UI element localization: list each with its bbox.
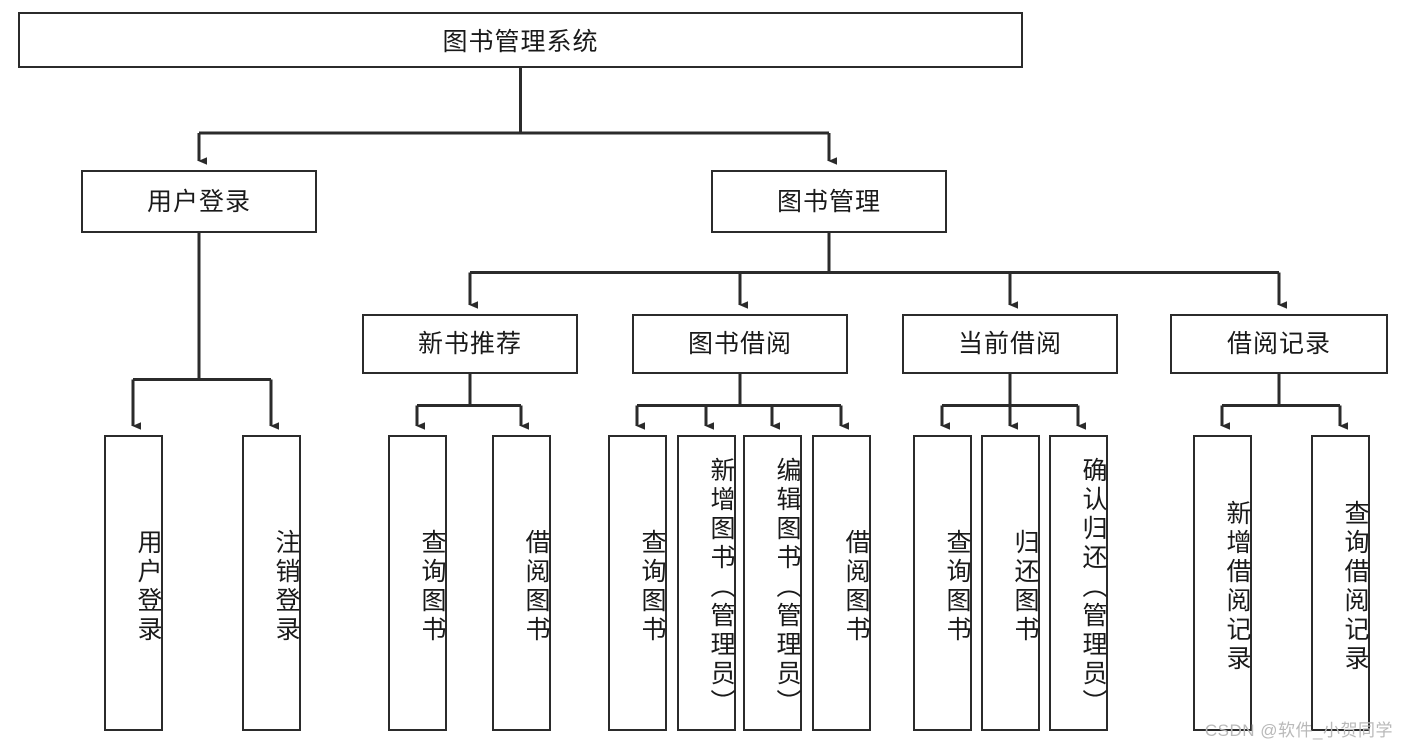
- leaf-bb-query-book[interactable]: 查询图书: [608, 435, 667, 731]
- node-label: 查询图书: [418, 529, 446, 645]
- node-label: 用户登录: [134, 529, 162, 645]
- node-label: 借阅记录: [1226, 330, 1331, 358]
- node-label: 查询图书: [638, 529, 666, 645]
- node-borrow-record[interactable]: 借阅记录: [1170, 314, 1388, 374]
- leaf-bb-edit-book[interactable]: 编辑图书（管理员）: [743, 435, 802, 731]
- node-current-borrow[interactable]: 当前借阅: [902, 314, 1118, 374]
- node-root-system[interactable]: 图书管理系统: [18, 12, 1023, 68]
- node-label: 确认归还（管理员）: [1079, 456, 1107, 718]
- node-label: 借阅图书: [842, 529, 870, 645]
- leaf-br-query-record[interactable]: 查询借阅记录: [1311, 435, 1370, 731]
- leaf-br-add-record[interactable]: 新增借阅记录: [1193, 435, 1252, 731]
- leaf-bb-add-book[interactable]: 新增图书（管理员）: [677, 435, 736, 731]
- node-label: 借阅图书: [522, 529, 550, 645]
- node-label: 图书借阅: [687, 330, 792, 358]
- csdn-watermark: CSDN @软件_小贺同学: [1204, 721, 1393, 740]
- leaf-cb-confirm-return[interactable]: 确认归还（管理员）: [1049, 435, 1108, 731]
- leaf-bb-borrow-book[interactable]: 借阅图书: [812, 435, 871, 731]
- node-label: 注销登录: [272, 529, 300, 645]
- node-label: 查询图书: [943, 529, 971, 645]
- node-book-management[interactable]: 图书管理: [711, 170, 947, 233]
- node-label: 归还图书: [1011, 529, 1039, 645]
- node-label: 新书推荐: [417, 330, 522, 358]
- node-label: 用户登录: [146, 187, 251, 216]
- node-label: 新增借阅记录: [1223, 500, 1251, 674]
- node-user-login[interactable]: 用户登录: [81, 170, 317, 233]
- node-label: 编辑图书（管理员）: [773, 456, 801, 718]
- leaf-cb-return-book[interactable]: 归还图书: [981, 435, 1040, 731]
- node-label: 新增图书（管理员）: [707, 456, 735, 718]
- node-book-borrow[interactable]: 图书借阅: [632, 314, 848, 374]
- node-label: 图书管理: [776, 187, 881, 216]
- leaf-rec-query-book[interactable]: 查询图书: [388, 435, 447, 731]
- node-label: 当前借阅: [957, 330, 1062, 358]
- node-label: 查询借阅记录: [1341, 500, 1369, 674]
- node-new-book-recommend[interactable]: 新书推荐: [362, 314, 578, 374]
- node-label: 图书管理系统: [442, 28, 599, 56]
- leaf-logout[interactable]: 注销登录: [242, 435, 301, 731]
- leaf-rec-borrow-book[interactable]: 借阅图书: [492, 435, 551, 731]
- leaf-user-login[interactable]: 用户登录: [104, 435, 163, 731]
- leaf-cb-query-book[interactable]: 查询图书: [913, 435, 972, 731]
